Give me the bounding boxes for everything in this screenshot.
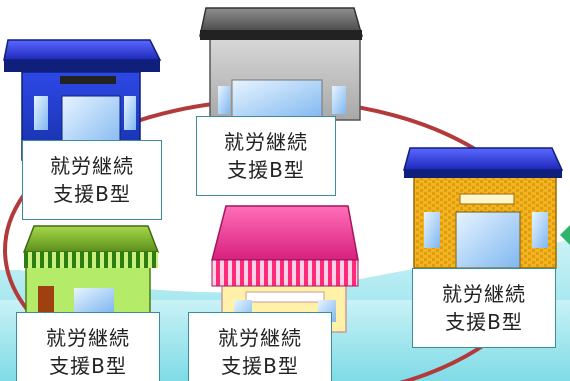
office-label-gray: 就労継続 支援B型 xyxy=(196,116,336,196)
office-label-line1: 就労継続 xyxy=(46,326,130,350)
office-label-line1: 就労継続 xyxy=(50,154,134,178)
office-label-line1: 就労継続 xyxy=(224,130,308,154)
office-label-line2: 支援B型 xyxy=(227,158,305,182)
office-label-line2: 支援B型 xyxy=(445,310,523,334)
office-label-green: 就労継続 支援B型 xyxy=(16,312,160,381)
pink-store-icon xyxy=(211,205,359,333)
green-store-icon xyxy=(22,225,160,321)
office-label-line2: 支援B型 xyxy=(49,354,127,378)
office-label-line2: 支援B型 xyxy=(221,354,299,378)
office-label-blue: 就労継続 支援B型 xyxy=(22,140,162,220)
office-label-line1: 就労継続 xyxy=(218,326,302,350)
office-label-yellow: 就労継続 支援B型 xyxy=(412,268,556,348)
yellow-store-icon xyxy=(403,147,564,269)
office-label-line1: 就労継続 xyxy=(442,282,526,306)
arrow-tip-icon xyxy=(560,225,570,245)
gray-store-icon xyxy=(199,7,363,121)
office-label-pink: 就労継続 支援B型 xyxy=(188,312,332,381)
office-label-line2: 支援B型 xyxy=(53,182,131,206)
